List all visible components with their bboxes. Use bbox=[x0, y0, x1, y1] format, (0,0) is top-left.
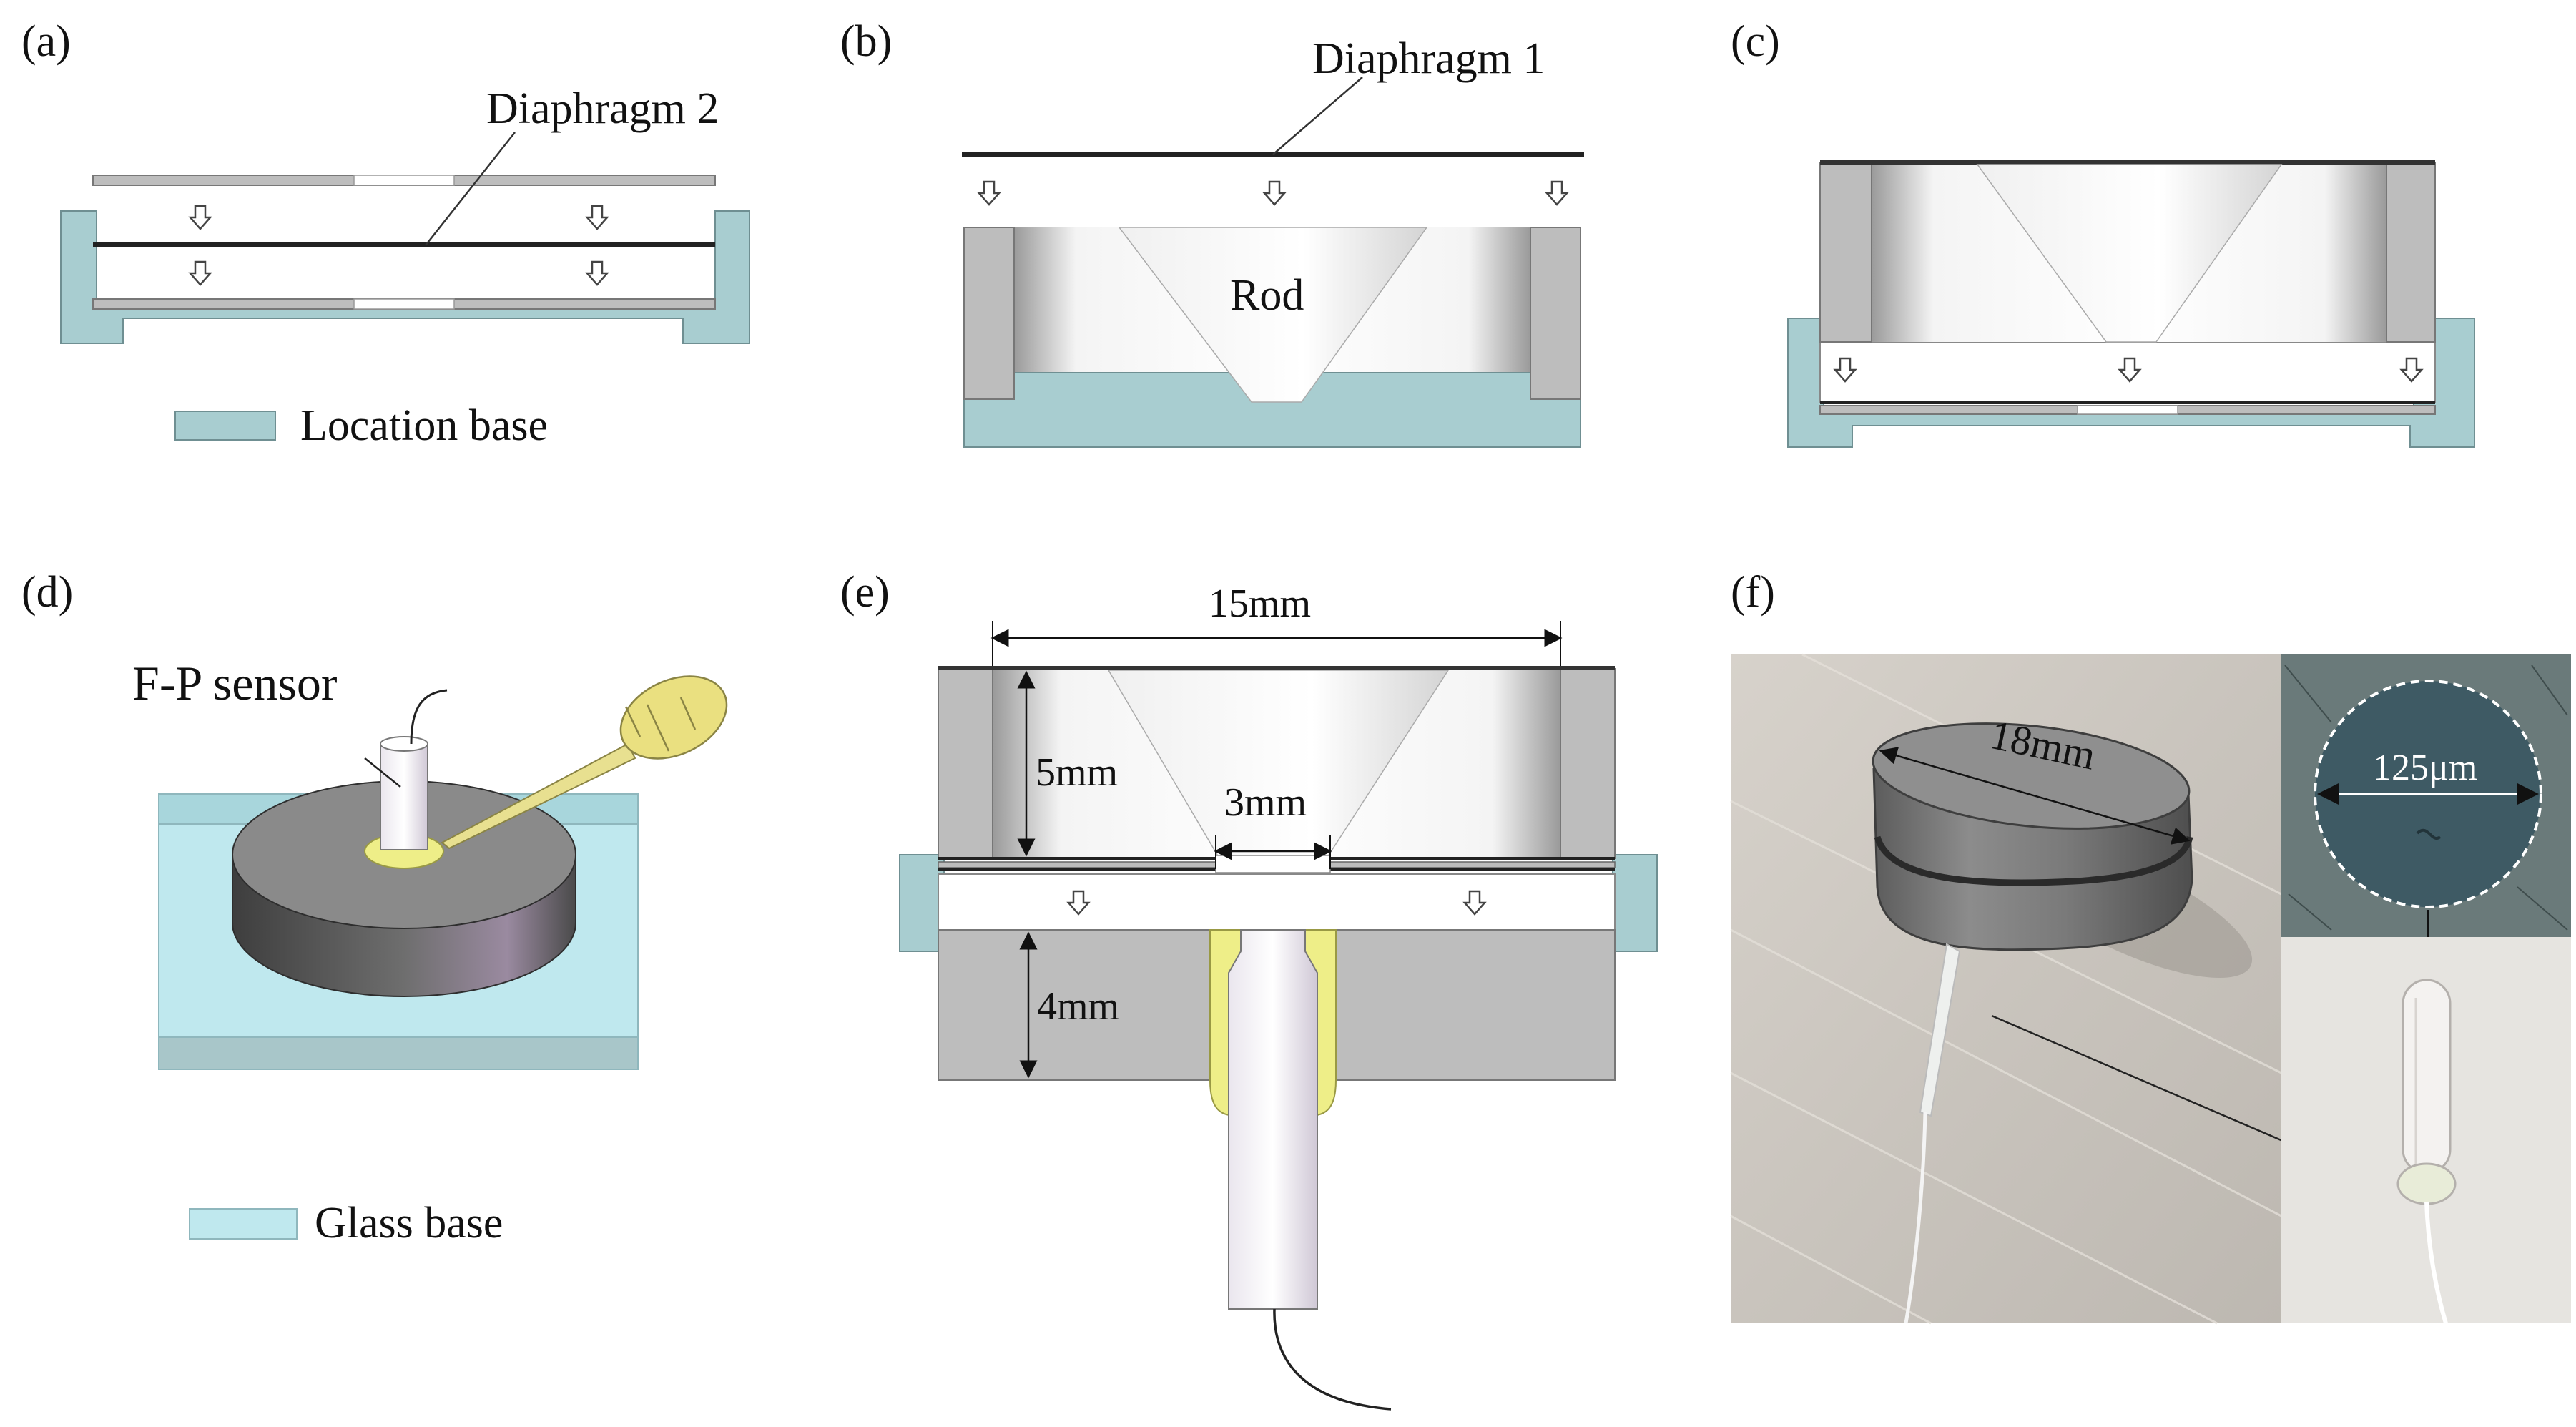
rod-b bbox=[1118, 227, 1428, 403]
fp-sensor-cylinder bbox=[380, 743, 428, 850]
microscope-texture bbox=[2284, 665, 2568, 931]
leader-line-diaphragm-1 bbox=[1272, 77, 1363, 155]
panel-d: (d) F-P sensor Glass base bbox=[21, 568, 728, 1247]
upper-wall-right-e bbox=[1560, 668, 1616, 859]
leader-line-diaphragm-2 bbox=[425, 132, 516, 246]
fiber-lead-d bbox=[410, 689, 448, 745]
diaphragm-1-label: Diaphragm 1 bbox=[1312, 34, 1545, 83]
legend-location-base-label: Location base bbox=[300, 401, 548, 450]
legend-glass-base-label: Glass base bbox=[315, 1199, 503, 1247]
dim-line-18mm bbox=[1879, 747, 2191, 845]
dropper-bulb bbox=[619, 675, 728, 760]
side-wall-right-b bbox=[1530, 227, 1581, 400]
arrow-icon bbox=[978, 180, 1001, 206]
diaphragm-2-c bbox=[1820, 401, 2435, 404]
fiber-lead-e bbox=[1273, 1308, 1392, 1411]
dim-125um-label: 125μm bbox=[2373, 747, 2477, 788]
spacer-band-e bbox=[938, 873, 1616, 931]
panel-e-tag: (e) bbox=[840, 568, 890, 617]
fp-sensor-label: F-P sensor bbox=[132, 656, 338, 710]
panel-a: (a) Diaphragm 2 Location base bbox=[21, 17, 750, 450]
panel-c: (c) bbox=[1731, 17, 2475, 448]
diaphragm-2 bbox=[93, 242, 715, 247]
metal-groove-photo bbox=[1874, 835, 2193, 886]
dim-4mm-label: 4mm bbox=[1037, 984, 1119, 1029]
panel-f: (f) 18mm 125μm bbox=[1730, 568, 2571, 1325]
arrow-icon bbox=[1545, 180, 1568, 206]
panel-d-tag: (d) bbox=[21, 568, 73, 617]
panel-e: (e) 15mm 5mm 3mm bbox=[840, 568, 1658, 1411]
fp-sensor-top bbox=[380, 736, 428, 752]
panel-a-tag: (a) bbox=[21, 17, 71, 66]
legend-swatch-location-base bbox=[174, 411, 276, 441]
diaphragm-2-label: Diaphragm 2 bbox=[486, 84, 719, 133]
arrow-icon bbox=[586, 260, 609, 286]
probe-bead bbox=[2396, 1162, 2457, 1205]
top-diaphragm-e bbox=[938, 666, 1615, 670]
fiber-ferrule-photo bbox=[1919, 943, 1961, 1117]
bottom-plate-hole-c bbox=[2077, 405, 2178, 415]
side-wall-right-c bbox=[2386, 162, 2436, 343]
probe-fiber bbox=[2424, 1201, 2448, 1324]
upper-wall-left-e bbox=[938, 668, 993, 859]
panel-b-tag: (b) bbox=[840, 17, 892, 66]
panel-b: (b) Diaphragm 1 Rod bbox=[840, 17, 1584, 448]
side-wall-left-c bbox=[1819, 162, 1872, 343]
side-wall-left-b bbox=[963, 227, 1015, 400]
arrow-icon bbox=[1263, 180, 1286, 206]
dim-15mm-label: 15mm bbox=[1209, 582, 1311, 626]
dim-3mm-label: 3mm bbox=[1224, 780, 1307, 825]
rod-label: Rod bbox=[1230, 271, 1304, 320]
arrow-icon bbox=[189, 205, 212, 230]
center-gap-e bbox=[1215, 855, 1331, 873]
location-base-a bbox=[60, 210, 750, 344]
top-diaphragm-c bbox=[1820, 160, 2435, 165]
location-base-tab-right-e bbox=[1612, 854, 1658, 952]
fiber-cable-photo bbox=[1904, 1112, 1927, 1324]
arrow-icon bbox=[586, 205, 609, 230]
rod-c bbox=[1976, 164, 2283, 343]
arrow-icon bbox=[189, 260, 212, 286]
dropper-bulb-ridges bbox=[624, 697, 697, 752]
location-base-tab-left-e bbox=[899, 854, 945, 952]
dropper-tip bbox=[441, 742, 636, 850]
bottom-plate-hole-a bbox=[353, 298, 455, 310]
dim-5mm-label: 5mm bbox=[1036, 750, 1118, 795]
top-plate-hole-a bbox=[353, 175, 455, 186]
diaphragm-1 bbox=[962, 152, 1584, 157]
leader-line-fp-sensor bbox=[364, 757, 401, 788]
pointer-arrow-photo bbox=[1991, 1014, 2326, 1161]
fiber-ferrule-e bbox=[1228, 929, 1318, 1310]
panel-c-tag: (c) bbox=[1731, 17, 1780, 66]
panel-f-tag: (f) bbox=[1731, 568, 1775, 617]
probe-capillary bbox=[2402, 979, 2452, 1175]
fiber-core-mark bbox=[2416, 828, 2442, 840]
legend-swatch-glass-base bbox=[189, 1208, 298, 1240]
glass-base-bottom-edge bbox=[158, 1036, 639, 1070]
